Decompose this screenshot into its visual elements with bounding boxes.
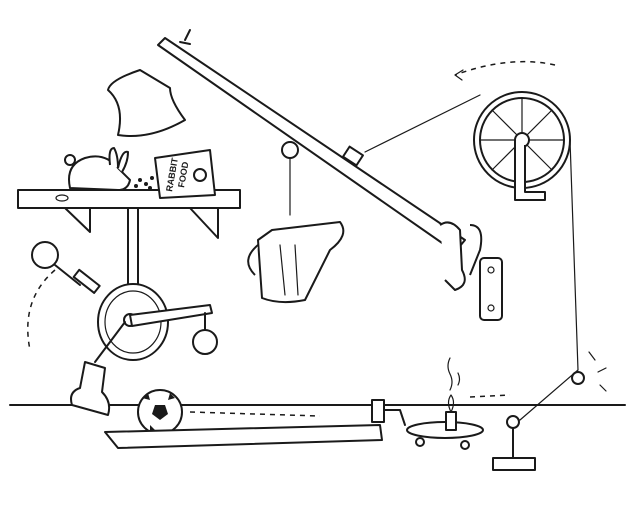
pulley-string — [364, 94, 481, 153]
ball-motion-arrow — [189, 411, 321, 417]
magnifier-motion-arrow — [27, 269, 56, 351]
magnifying-glass — [31, 241, 101, 294]
axe-head — [107, 69, 186, 137]
weight-ball — [192, 329, 218, 355]
pulley-wheel — [473, 91, 571, 201]
snap-lines — [588, 351, 607, 392]
rabbit-food-bag: RABBIT FOOD — [154, 149, 216, 199]
wheel-motion-arrow — [454, 60, 556, 76]
rabbit — [64, 147, 131, 191]
pitcher — [247, 221, 345, 304]
arrow-head — [454, 69, 464, 81]
candle-cart — [383, 357, 484, 450]
crank-wheel — [97, 283, 213, 361]
string-ring — [571, 371, 585, 385]
soccer-ball — [137, 389, 183, 435]
trigger-stand — [492, 415, 536, 471]
boot — [70, 321, 126, 416]
lever-arm — [157, 29, 466, 253]
hook-bracket — [439, 221, 503, 321]
bag-label-food: FOOD — [176, 161, 190, 189]
pulley-string-down — [569, 139, 579, 371]
flame-motion-arrow — [469, 394, 511, 398]
trigger-string — [519, 369, 579, 421]
